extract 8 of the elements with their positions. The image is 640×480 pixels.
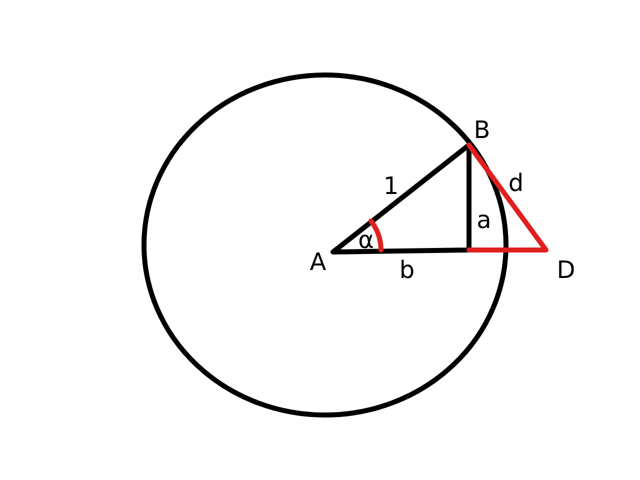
angle-label: α	[358, 228, 374, 252]
side-label: d	[508, 171, 524, 195]
point-label: B	[474, 118, 490, 142]
side-label: 1	[383, 174, 399, 198]
side-label: b	[399, 258, 415, 282]
point-label: A	[310, 250, 326, 274]
point-label: D	[556, 258, 576, 282]
side-label: a	[476, 208, 492, 232]
